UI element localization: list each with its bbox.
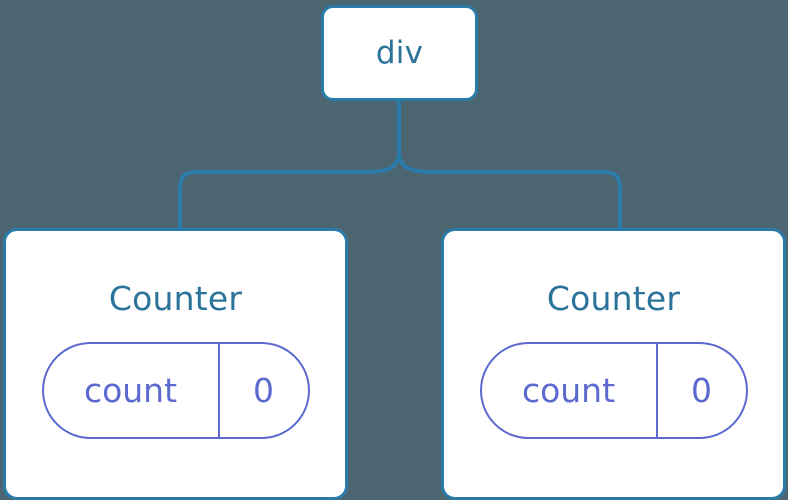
state-pill-right[interactable]: count 0 (479, 342, 748, 439)
connector-to-right-child (397, 151, 622, 228)
node-div[interactable]: div (321, 5, 478, 101)
connector-to-left-child (178, 151, 401, 228)
state-key-right: count (482, 344, 658, 437)
state-key-left: count (44, 344, 220, 437)
node-counter-left[interactable]: Counter count 0 (3, 228, 348, 500)
node-counter-left-label: Counter (108, 279, 243, 318)
state-value-left: 0 (253, 371, 274, 410)
state-value-right: 0 (691, 371, 712, 410)
state-pill-left[interactable]: count 0 (41, 342, 310, 439)
node-counter-right-label: Counter (546, 279, 681, 318)
node-div-label: div (375, 34, 424, 71)
node-counter-right[interactable]: Counter count 0 (441, 228, 786, 500)
